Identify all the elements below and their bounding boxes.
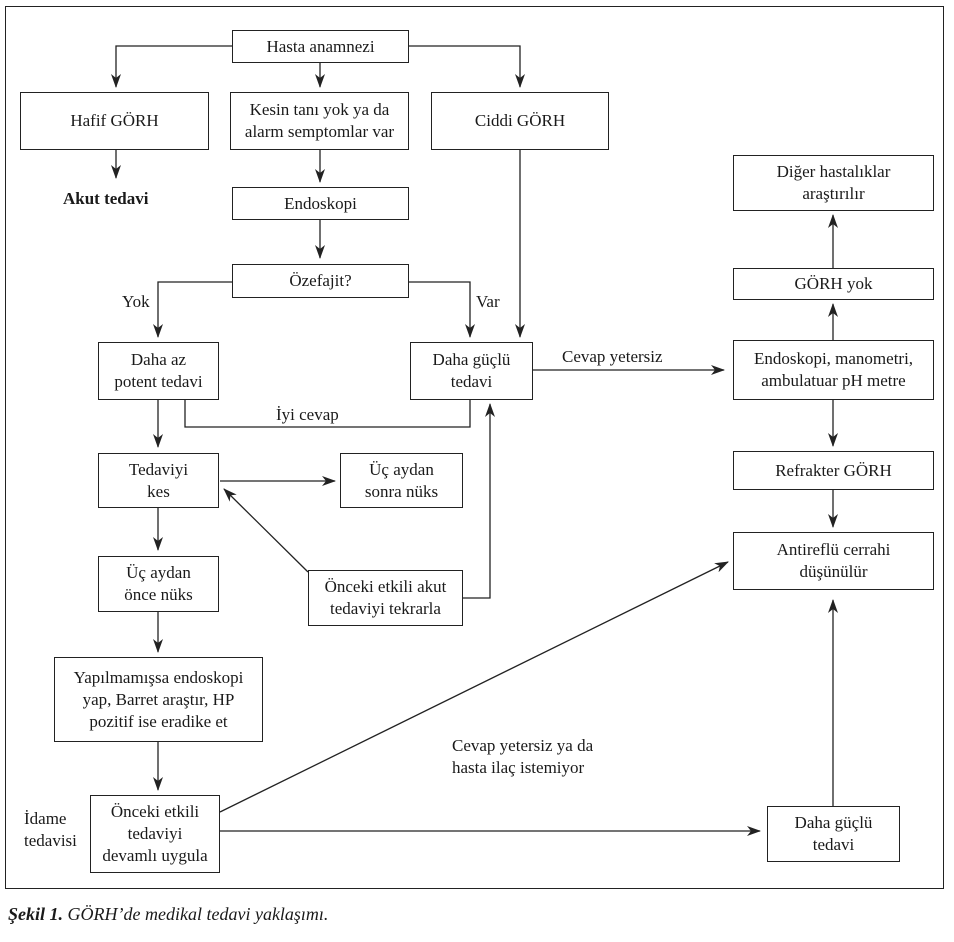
label-iyi-cevap: İyi cevap	[276, 405, 339, 424]
caption-prefix: Şekil 1.	[8, 904, 64, 924]
node-gorh-yok: GÖRH yok	[733, 268, 934, 300]
node-refrakter-gorh: Refrakter GÖRH	[733, 451, 934, 490]
node-uc-aydan-once-nuks: Üç aydan önce nüks	[98, 556, 219, 612]
node-onceki-etkili-devamli: Önceki etkili tedaviyi devamlı uygula	[90, 795, 220, 873]
arrow-akut-gucl	[462, 403, 495, 599]
label-var: Var	[476, 292, 500, 311]
arrow-iyi-cevap	[184, 400, 471, 428]
node-onceki-etkili-akut: Önceki etkili akut tedaviyi tekrarla	[308, 570, 463, 626]
node-endoskopi: Endoskopi	[232, 187, 409, 220]
node-hasta-anamnezi: Hasta anamnezi	[232, 30, 409, 63]
arrow-anamnez-hafif	[111, 45, 232, 88]
label-cevap-yetersiz: Cevap yetersiz	[562, 347, 663, 366]
node-daha-az-potent: Daha az potent tedavi	[98, 342, 219, 400]
arrow-anamnez-ciddi	[409, 45, 525, 88]
label-cevap-yetersiz-ya-da: Cevap yetersiz ya da hasta ilaç istemiyo…	[452, 736, 594, 777]
label-yok: Yok	[122, 292, 150, 311]
node-endoskopi-manometri: Endoskopi, manometri, ambulatuar pH metr…	[733, 340, 934, 400]
node-uc-aydan-sonra-nuks: Üç aydan sonra nüks	[340, 453, 463, 508]
node-akut-tedavi: Akut tedavi	[63, 189, 149, 208]
arrow-onceki-antireflu	[219, 561, 729, 813]
node-daha-guclu-tedavi: Daha güçlü tedavi	[410, 342, 533, 400]
figure-caption: Şekil 1. GÖRH’de medikal tedavi yaklaşım…	[8, 904, 328, 925]
diagram-frame	[5, 6, 944, 889]
node-yapilmamissa-endoskopi: Yapılmamışsa endoskopi yap, Barret araşt…	[54, 657, 263, 742]
arrow-ozefajit-yok	[153, 281, 232, 338]
caption-text: GÖRH’de medikal tedavi yaklaşımı.	[63, 904, 329, 924]
arrow-akut-kes	[223, 488, 309, 573]
node-ciddi-gorh: Ciddi GÖRH	[431, 92, 609, 150]
node-daha-guclu-tedavi-2: Daha güçlü tedavi	[767, 806, 900, 862]
node-kesin-tani: Kesin tanı yok ya da alarm semptomlar va…	[230, 92, 409, 150]
arrow-ozefajit-var	[409, 281, 475, 338]
node-ozefajit: Özefajit?	[232, 264, 409, 298]
node-tedaviyi-kes: Tedaviyi kes	[98, 453, 219, 508]
label-idame-tedavisi: İdame tedavisi	[24, 809, 77, 850]
node-diger-hastaliklar: Diğer hastalıklar araştırılır	[733, 155, 934, 211]
node-antireflu-cerrahi: Antireflü cerrahi düşünülür	[733, 532, 934, 590]
node-hafif-gorh: Hafif GÖRH	[20, 92, 209, 150]
